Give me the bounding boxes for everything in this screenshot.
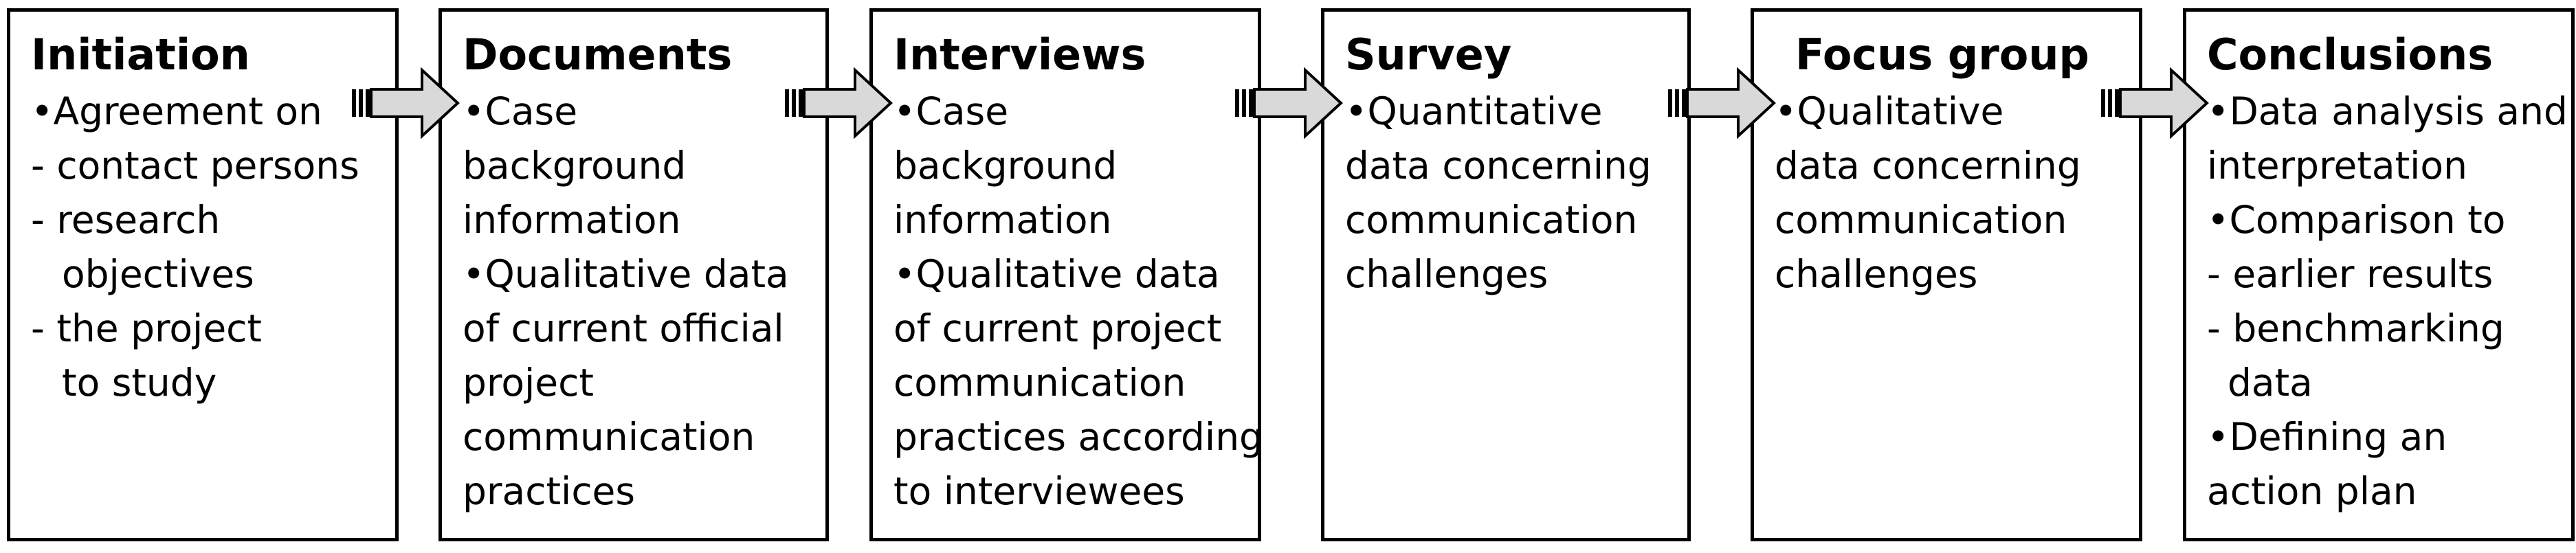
striped-block-arrow-icon: [1235, 67, 1343, 139]
stage-line: - benchmarking: [2207, 306, 2505, 350]
stage-box-survey: Survey •Quantitative data concerning com…: [1321, 8, 1691, 541]
stage-line: to interviewees: [893, 469, 1185, 513]
stage-box-interviews: Interviews •Case background information …: [869, 8, 1261, 541]
stage-line: objectives: [62, 252, 254, 296]
stage-line: communication: [1345, 198, 1638, 242]
stage-line: information: [893, 198, 1112, 242]
stage-line: - earlier results: [2207, 252, 2494, 296]
striped-block-arrow-icon: [352, 67, 460, 139]
stage-box-documents: Documents •Case background information •…: [438, 8, 829, 541]
stage-line: data concerning: [1345, 144, 1652, 188]
stage-line: •Data analysis and: [2207, 89, 2568, 133]
stage-line: •Case: [893, 89, 1009, 133]
stage-title: Interviews: [893, 30, 1146, 80]
stage-line: practices: [463, 469, 636, 513]
stage-line: - contact persons: [31, 144, 359, 188]
stage-line: communication: [1775, 198, 2067, 242]
stage-line: of current project: [893, 306, 1222, 350]
stage-line: •Comparison to: [2207, 198, 2506, 242]
stage-line: - research: [31, 198, 221, 242]
stage-box-conclusions: Conclusions •Data analysis and interpret…: [2183, 8, 2575, 541]
stage-box-initiation: Initiation •Agreement on - contact perso…: [7, 8, 399, 541]
stage-box-focus-group: Focus group •Qualitative data concerning…: [1751, 8, 2142, 541]
striped-block-arrow-icon: [785, 67, 893, 139]
stage-line: background: [893, 144, 1118, 188]
stage-line: •Qualitative data: [463, 252, 789, 296]
stage-line: •Agreement on: [31, 89, 322, 133]
stage-line: •Qualitative: [1775, 89, 2004, 133]
stage-line: - the project: [31, 306, 262, 350]
stage-title: Focus group: [1795, 30, 2089, 80]
stage-line: background: [463, 144, 687, 188]
stage-line: action plan: [2207, 469, 2417, 513]
stage-line: •Case: [463, 89, 578, 133]
stage-line: data concerning: [1775, 144, 2081, 188]
striped-block-arrow-icon: [1668, 67, 1776, 139]
stage-line: challenges: [1345, 252, 1548, 296]
stage-title: Conclusions: [2207, 30, 2494, 80]
stage-line: data: [2228, 361, 2313, 405]
stage-line: communication: [893, 361, 1186, 405]
stage-line: to study: [62, 361, 217, 405]
stage-line: interpretation: [2207, 144, 2467, 188]
striped-block-arrow-icon: [2101, 67, 2209, 139]
stage-line: communication: [463, 415, 755, 459]
stage-line: practices according: [893, 415, 1261, 459]
stage-title: Survey: [1345, 30, 1512, 80]
stage-line: of current official: [463, 306, 784, 350]
stage-line: •Quantitative: [1345, 89, 1603, 133]
stage-line: information: [463, 198, 681, 242]
stage-line: project: [463, 361, 594, 405]
stage-title: Documents: [463, 30, 733, 80]
stage-line: challenges: [1775, 252, 1978, 296]
stage-line: •Qualitative data: [893, 252, 1220, 296]
stage-title: Initiation: [31, 30, 250, 80]
stage-line: •Defining an: [2207, 415, 2447, 459]
